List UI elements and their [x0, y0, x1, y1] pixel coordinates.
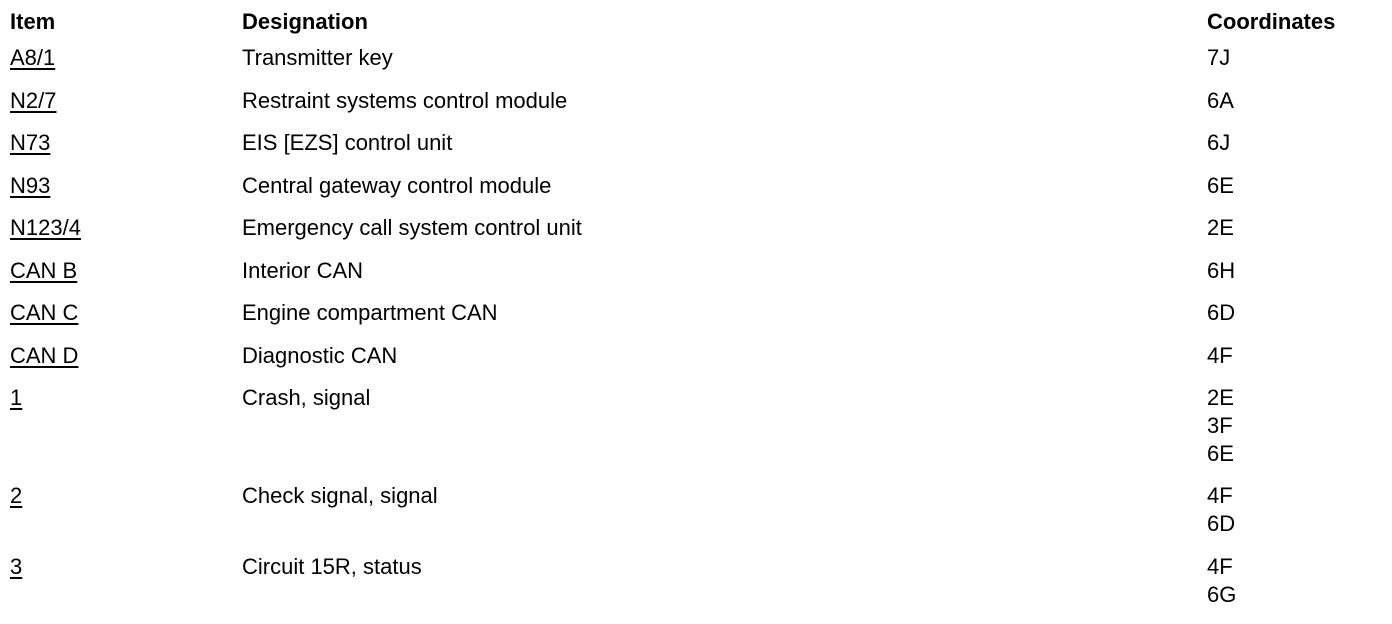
table-row: CAN B Interior CAN 6H — [10, 257, 1380, 300]
table-row: CAN C Engine compartment CAN 6D — [10, 299, 1380, 342]
coordinate-value: 6E — [1207, 172, 1234, 198]
coordinates-cell: 2E — [1207, 214, 1234, 242]
coordinate-value: 2E — [1207, 385, 1234, 410]
coordinates-cell: 4F — [1207, 342, 1233, 370]
item-link-a8-1[interactable]: A8/1 — [10, 45, 56, 70]
header-coordinates: Coordinates — [1207, 9, 1336, 34]
table-row: 2 Check signal, signal 4F 6D — [10, 482, 1380, 553]
coordinate-value: 6D — [1207, 300, 1236, 325]
designation-text: Engine compartment CAN — [242, 300, 498, 325]
table-row: N93 Central gateway control module 6E — [10, 172, 1380, 215]
designation-text: Interior CAN — [242, 257, 364, 283]
coordinates-cell: 4F 6G — [1207, 553, 1236, 609]
designation-text: Emergency call system control unit — [242, 215, 582, 240]
table-row: 3 Circuit 15R, status 4F 6G — [10, 553, 1380, 624]
header-designation: Designation — [242, 9, 368, 34]
coordinate-value: 6G — [1207, 582, 1237, 607]
item-link-2[interactable]: 2 — [10, 483, 23, 508]
item-link-1[interactable]: 1 — [10, 385, 23, 410]
table-row: A8/1 Transmitter key 7J — [10, 44, 1380, 87]
designation-text: Transmitter key — [242, 45, 393, 70]
coordinates-cell: 2E 3F 6E — [1207, 384, 1234, 468]
header-item: Item — [10, 9, 56, 34]
coordinates-cell: 6E — [1207, 172, 1234, 200]
table-row: N73 EIS [EZS] control unit 6J — [10, 129, 1380, 172]
coordinates-cell: 6A — [1207, 87, 1234, 115]
item-link-can-b[interactable]: CAN B — [10, 257, 78, 283]
coordinate-value: 7J — [1207, 45, 1231, 70]
coordinate-value: 6J — [1207, 130, 1231, 155]
table-row: CAN D Diagnostic CAN 4F — [10, 342, 1380, 385]
table-header: Item Designation Coordinates — [10, 6, 1380, 44]
item-link-n73[interactable]: N73 — [10, 130, 51, 155]
item-link-3[interactable]: 3 — [10, 554, 23, 579]
designation-text: Crash, signal — [242, 385, 371, 410]
designation-text: Check signal, signal — [242, 483, 438, 508]
designation-text: Central gateway control module — [242, 172, 552, 198]
coordinate-value: 2E — [1207, 215, 1234, 240]
coordinates-cell: 6J — [1207, 129, 1230, 157]
item-link-n123-4[interactable]: N123/4 — [10, 215, 81, 240]
coordinate-value: 6D — [1207, 511, 1236, 536]
item-link-can-c[interactable]: CAN C — [10, 300, 79, 325]
coordinate-value: 4F — [1207, 554, 1233, 579]
coordinate-value: 4F — [1207, 483, 1233, 508]
coordinates-cell: 4F 6D — [1207, 482, 1235, 538]
legend-table: Item Designation Coordinates A8/1 Transm… — [10, 6, 1380, 624]
designation-text: Circuit 15R, status — [242, 554, 422, 579]
table-row: N2/7 Restraint systems control module 6A — [10, 87, 1380, 130]
coordinate-value: 6A — [1207, 87, 1234, 113]
item-link-n2-7[interactable]: N2/7 — [10, 87, 57, 113]
coordinates-cell: 6H — [1207, 257, 1235, 285]
coordinates-cell: 7J — [1207, 44, 1230, 72]
table-row: N123/4 Emergency call system control uni… — [10, 214, 1380, 257]
coordinates-cell: 6D — [1207, 299, 1235, 327]
item-link-n93[interactable]: N93 — [10, 172, 51, 198]
coordinate-value: 6E — [1207, 441, 1234, 466]
coordinate-value: 4F — [1207, 342, 1233, 368]
designation-text: EIS [EZS] control unit — [242, 130, 453, 155]
table-row: 1 Crash, signal 2E 3F 6E — [10, 384, 1380, 482]
item-link-can-d[interactable]: CAN D — [10, 342, 79, 368]
designation-text: Diagnostic CAN — [242, 342, 398, 368]
designation-text: Restraint systems control module — [242, 87, 568, 113]
coordinate-value: 6H — [1207, 257, 1236, 283]
coordinate-value: 3F — [1207, 413, 1233, 438]
